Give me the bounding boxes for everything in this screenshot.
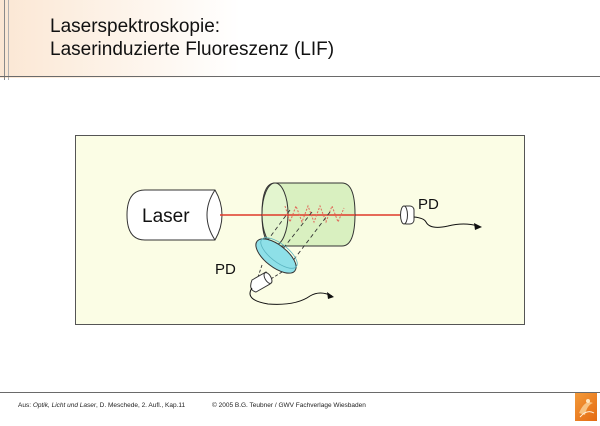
collection-lens xyxy=(255,238,297,274)
footer-copyright: © 2005 B.G. Teubner / GWV Fachverlage Wi… xyxy=(212,402,366,409)
cable-arrowhead xyxy=(474,223,482,230)
pd-bottom-label: PD xyxy=(215,261,236,278)
page-title-line2: Laserinduzierte Fluoreszenz (LIF) xyxy=(50,39,335,60)
collection-ray xyxy=(261,209,291,249)
footer-source-prefix: Aus: xyxy=(18,402,33,409)
collection-lens-rim xyxy=(260,237,298,269)
left-decor-line xyxy=(8,0,9,80)
cable-arrowhead xyxy=(327,292,334,299)
footer-source-rest: , D. Meschede, 2. Aufl., Kap.11 xyxy=(96,402,186,409)
collection-ray xyxy=(291,211,331,263)
photodiode-bottom-cable xyxy=(249,287,333,305)
left-decor-line xyxy=(4,0,5,80)
photodiode-right-cable xyxy=(413,216,479,228)
sample-cell-front xyxy=(261,182,289,246)
laser-aperture xyxy=(206,189,216,241)
page-title-line1: Laserspektroskopie: xyxy=(50,16,221,37)
pd-right-label: PD xyxy=(418,196,439,213)
photodiode-bottom-face xyxy=(263,272,273,284)
footer-divider xyxy=(0,392,600,393)
publisher-logo xyxy=(575,393,597,421)
header-divider xyxy=(0,76,600,77)
footer-source: Aus: Optik, Licht und Laser, D. Meschede… xyxy=(18,402,185,409)
photodiode-right-face xyxy=(400,205,408,225)
laser-label: Laser xyxy=(142,206,190,227)
header-gradient xyxy=(0,0,240,78)
detector-ray xyxy=(257,264,263,278)
footer-book-title: Optik, Licht und Laser xyxy=(32,402,97,409)
fluorescence-trace xyxy=(284,204,345,224)
